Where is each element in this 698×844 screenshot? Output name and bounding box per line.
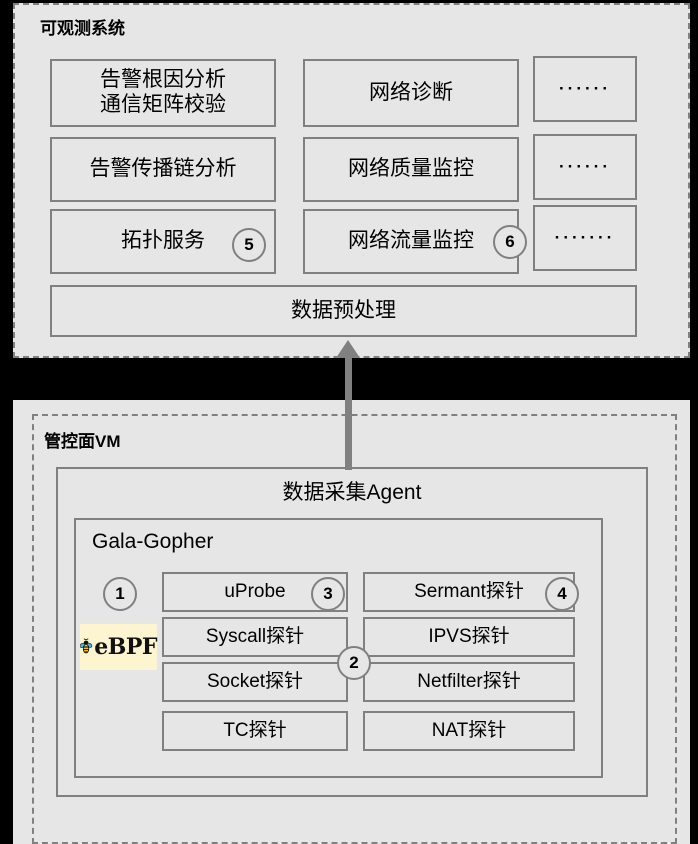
service-box-network-diagnosis[interactable]: 网络诊断 — [303, 59, 519, 127]
step-marker-4: 4 — [545, 577, 579, 611]
probe-box-socket[interactable]: Socket探针 — [162, 662, 348, 702]
data-preprocess-box[interactable]: 数据预处理 — [50, 285, 637, 337]
data-preprocess-label: 数据预处理 — [291, 298, 396, 322]
probe-label: IPVS探针 — [428, 625, 510, 647]
step-marker-1: 1 — [103, 577, 137, 611]
probe-box-ipvs[interactable]: IPVS探针 — [363, 617, 575, 657]
observability-system-title: 可观测系统 — [40, 19, 125, 38]
service-box-more-1[interactable]: ······ — [533, 56, 637, 122]
step-marker-6: 6 — [493, 225, 527, 259]
step-marker-2-text: 2 — [349, 653, 359, 672]
probe-label: TC探针 — [223, 719, 287, 741]
ellipsis-label: ······ — [559, 78, 611, 98]
probe-label: Syscall探针 — [205, 625, 305, 647]
service-box-alarm-chain-analysis[interactable]: 告警传播链分析 — [50, 137, 276, 202]
service-label: 告警传播链分析 — [89, 157, 237, 181]
step-marker-2: 2 — [337, 646, 371, 680]
ellipsis-label: ······ — [559, 156, 611, 176]
service-box-more-3[interactable]: ······· — [533, 205, 637, 271]
service-box-network-traffic-monitor[interactable]: 网络流量监控 — [303, 209, 519, 274]
data-upload-arrow-head — [336, 340, 360, 358]
step-marker-1-text: 1 — [115, 584, 125, 603]
service-label: 网络流量监控 — [348, 229, 474, 253]
probe-label: uProbe — [224, 580, 286, 602]
probe-label: Sermant探针 — [414, 580, 524, 602]
service-label: 网络诊断 — [369, 80, 453, 104]
bee-icon — [80, 638, 93, 654]
data-upload-arrow-shaft — [345, 354, 352, 470]
service-box-topology-service[interactable]: 拓扑服务 — [50, 209, 276, 274]
service-label: 拓扑服务 — [121, 229, 205, 253]
step-marker-6-text: 6 — [505, 232, 515, 251]
service-label-line1: 告警根因分析 — [100, 68, 226, 92]
probe-label: Socket探针 — [206, 670, 304, 692]
probe-box-nat[interactable]: NAT探针 — [363, 711, 575, 751]
probe-label: NAT探针 — [431, 719, 507, 741]
service-box-root-cause-analysis[interactable]: 告警根因分析 通信矩阵校验 — [50, 59, 276, 127]
gala-gopher-label: Gala-Gopher — [92, 530, 214, 553]
step-marker-5: 5 — [232, 228, 266, 262]
step-marker-3-text: 3 — [323, 584, 333, 603]
step-marker-3: 3 — [311, 577, 345, 611]
data-collection-agent-label: 数据采集Agent — [282, 481, 422, 504]
ebpf-logo: eBPF — [80, 624, 157, 670]
ellipsis-label: ······· — [554, 227, 616, 247]
service-label-line2: 通信矩阵校验 — [100, 93, 226, 116]
ebpf-logo-text: eBPF — [94, 634, 157, 660]
probe-box-syscall[interactable]: Syscall探针 — [162, 617, 348, 657]
probe-box-netfilter[interactable]: Netfilter探针 — [363, 662, 575, 702]
control-plane-vm-title: 管控面VM — [44, 432, 121, 451]
service-label: 网络质量监控 — [348, 157, 474, 181]
step-marker-4-text: 4 — [557, 584, 567, 603]
service-box-network-quality-monitor[interactable]: 网络质量监控 — [303, 137, 519, 202]
service-box-more-2[interactable]: ······ — [533, 134, 637, 200]
step-marker-5-text: 5 — [244, 235, 254, 254]
probe-box-tc[interactable]: TC探针 — [162, 711, 348, 751]
probe-box-sermant[interactable]: Sermant探针 — [363, 572, 575, 612]
probe-label: Netfilter探针 — [417, 670, 521, 692]
